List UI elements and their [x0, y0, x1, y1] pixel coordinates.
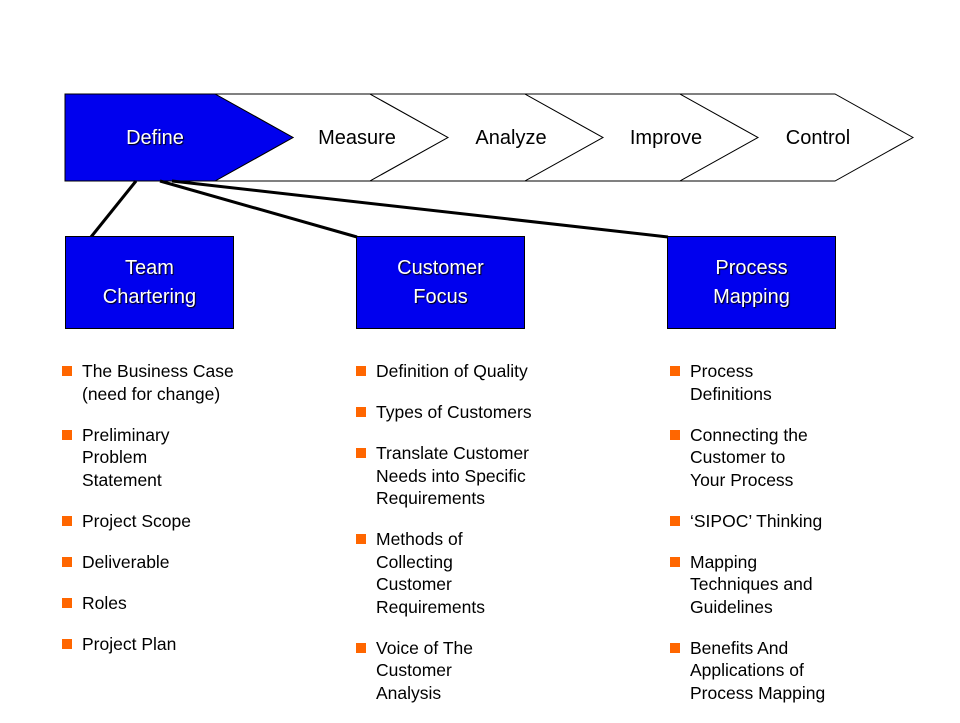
list-item-text: Types of Customers	[376, 402, 532, 422]
list-item-text: Process Definitions	[690, 361, 772, 404]
square-bullet-icon	[62, 556, 72, 567]
square-bullet-icon	[62, 429, 72, 440]
stage-label-measure: Measure	[318, 127, 396, 149]
square-bullet-icon	[356, 448, 366, 458]
list-item-text: Project Plan	[82, 633, 177, 654]
connector-line-2	[159, 179, 358, 239]
list-item: Process Definitions	[670, 360, 860, 405]
stage-label-analyze: Analyze	[475, 127, 547, 149]
list-item-text: Mapping Techniques and Guidelines	[690, 551, 813, 617]
list-item: Types of Customers	[356, 401, 546, 424]
square-bullet-icon	[670, 366, 680, 376]
list-item-text: Definition of Quality	[376, 361, 528, 381]
list-item-text: Methods of Collecting Customer Requireme…	[376, 529, 485, 617]
square-bullet-icon	[670, 642, 680, 653]
team-chartering-box: Team Chartering	[65, 236, 234, 329]
list-item: Deliverable	[62, 551, 252, 574]
list-item-text: The Business Case (need for change)	[82, 361, 234, 404]
team-chartering-title: Team Chartering	[102, 256, 197, 308]
list-item-text: Deliverable	[82, 551, 170, 572]
stage-chevron-define	[64, 93, 295, 182]
stage-label-define: Define	[126, 127, 184, 149]
square-bullet-icon	[356, 642, 366, 653]
list-item: Project Plan	[62, 633, 252, 656]
list-item: Connecting the Customer to Your Process	[670, 424, 860, 492]
team-chartering-list: The Business Case (need for change) Preli…	[62, 360, 252, 674]
square-bullet-icon	[62, 597, 72, 608]
list-item-text: ‘SIPOC’ Thinking	[690, 510, 823, 531]
list-item: Definition of Quality	[356, 360, 546, 383]
list-item-text: Roles	[82, 592, 127, 613]
list-item-text: Connecting the Customer to Your Process	[690, 424, 808, 490]
square-bullet-icon	[670, 429, 680, 440]
list-item-text: Preliminary Problem Statement	[82, 424, 170, 490]
square-bullet-icon	[62, 366, 72, 376]
list-item: The Business Case (need for change)	[62, 360, 252, 405]
list-item: Translate Customer Needs into Specific R…	[356, 442, 546, 510]
square-bullet-icon	[356, 407, 366, 417]
process-mapping-box: Process Mapping	[667, 236, 836, 329]
square-bullet-icon	[356, 534, 366, 544]
customer-focus-box: Customer Focus	[356, 236, 525, 329]
connector-line-1	[89, 180, 138, 238]
stage-chevron-control	[678, 93, 915, 182]
list-item-text: Benefits And Applications of Process Map…	[690, 637, 826, 703]
connector-line-3	[171, 179, 669, 239]
list-item: ‘SIPOC’ Thinking	[670, 510, 860, 533]
list-item: Mapping Techniques and Guidelines	[670, 551, 860, 619]
customer-focus-title: Customer Focus	[397, 256, 484, 308]
square-bullet-icon	[670, 556, 680, 567]
list-item-text: Translate Customer Needs into Specific R…	[376, 443, 530, 508]
process-mapping-title: Process Mapping	[713, 256, 790, 308]
stage-label-control: Control	[785, 127, 851, 149]
list-item-text: Project Scope	[82, 510, 191, 531]
list-item: Benefits And Applications of Process Map…	[670, 637, 860, 705]
stage-label-improve: Improve	[629, 127, 703, 149]
list-item-text: Voice of The Customer Analysis	[376, 637, 473, 703]
square-bullet-icon	[670, 515, 680, 526]
list-item: Methods of Collecting Customer Requireme…	[356, 528, 546, 618]
list-item: Roles	[62, 592, 252, 615]
square-bullet-icon	[62, 638, 72, 649]
square-bullet-icon	[62, 515, 72, 526]
list-item: Preliminary Problem Statement	[62, 424, 252, 492]
square-bullet-icon	[356, 366, 366, 376]
list-item: Project Scope	[62, 510, 252, 533]
list-item: Voice of The Customer Analysis	[356, 637, 546, 705]
